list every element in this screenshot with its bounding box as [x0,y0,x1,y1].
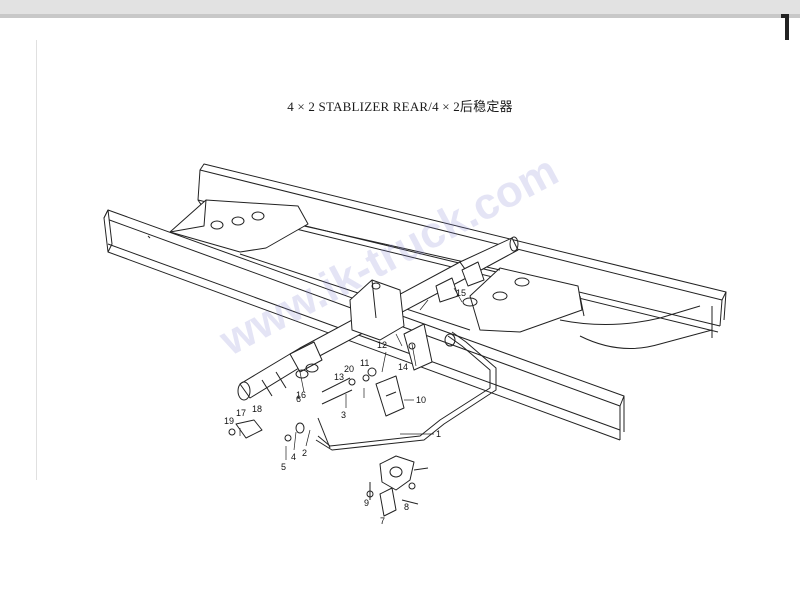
stabilizer-link-rod [315,331,497,451]
corner-mark [781,14,789,40]
stabilizer-bracket-center [349,279,405,341]
callout-19: 19 [224,416,234,426]
callout-18: 18 [252,404,262,414]
callout-2: 2 [302,448,307,458]
callout-15: 15 [456,288,466,298]
rear-cross-member [462,267,713,349]
stabilizer-bracket-left [289,341,323,379]
callout-11: 11 [360,358,369,368]
page-title: 4 × 2 STABLIZER REAR/4 × 2后稳定器 [287,99,513,114]
callout-13: 13 [334,372,344,382]
front-cross-member [169,199,309,253]
callout-5: 5 [281,462,286,472]
callout-14: 14 [398,362,408,372]
bushing-block [375,375,405,417]
frame-inner-line [239,253,471,331]
leader-lines [239,287,463,460]
callout-17: 17 [236,408,246,418]
margin-line [36,40,37,480]
callout-8: 8 [404,502,409,512]
callout-1: 1 [436,429,441,439]
callout-4: 4 [291,452,296,462]
callout-16: 16 [296,390,306,400]
lower-mount-bracket [366,455,429,517]
stabilizer-bracket-right [435,261,485,303]
callout-labels: 1 2 3 4 5 6 7 8 9 10 11 12 13 14 15 16 1… [224,288,466,526]
clamp-small [228,419,263,439]
callout-9: 9 [364,498,369,508]
frame-rail-left [103,209,625,441]
callout-6: 6 [296,394,301,404]
callout-10: 10 [416,395,426,405]
callout-12: 12 [377,340,387,350]
scan-top-border [0,0,800,14]
scan-top-shadow [0,14,800,18]
bolt-set [284,367,377,442]
callout-7: 7 [380,516,385,526]
callout-20: 20 [344,364,354,374]
callout-3: 3 [341,410,346,420]
link-plate [403,323,433,371]
